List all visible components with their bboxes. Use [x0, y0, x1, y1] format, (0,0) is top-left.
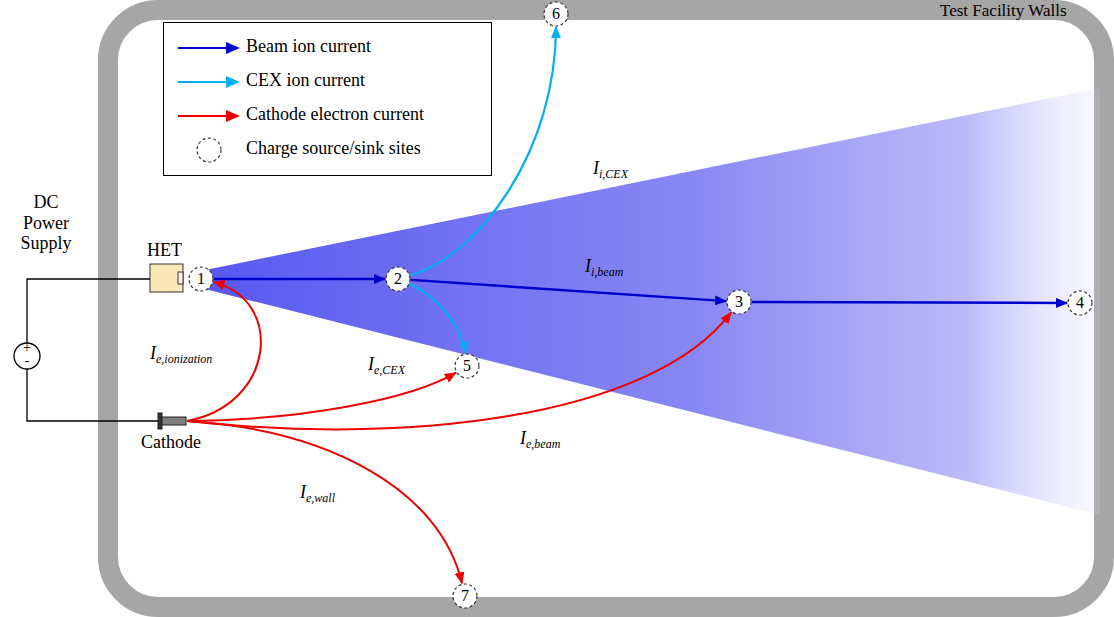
legend-row: Beam ion current — [164, 31, 491, 65]
current-arrow — [411, 280, 726, 301]
current-arrow — [187, 373, 456, 421]
polarity-sign: - — [21, 353, 33, 369]
charge-site-circle: 3 — [726, 289, 752, 315]
current-arrow — [187, 312, 731, 429]
sample-line — [178, 81, 228, 83]
callout-number: 3 — [726, 289, 752, 315]
dashed-circle — [544, 2, 568, 26]
current-arrow — [187, 421, 462, 583]
supply-label: DC Power Supply — [10, 192, 82, 254]
dashed-circle — [453, 584, 477, 608]
sample-arrowhead — [226, 42, 240, 54]
legend-text: Beam ion current — [246, 36, 573, 57]
current-label: Ie,CEX — [368, 354, 405, 378]
charge-site-circle: 6 — [543, 1, 569, 27]
sample-arrowhead — [226, 110, 240, 122]
sample-line — [178, 47, 228, 49]
dashed-circle — [1068, 291, 1092, 315]
current-label: Ie,wall — [300, 482, 335, 506]
cathode-symbol — [126, 410, 216, 432]
current-arrow — [214, 278, 385, 281]
legend-text: CEX ion current — [246, 70, 573, 91]
dashed-circle — [386, 267, 410, 291]
legend-row: Charge source/sink sites — [164, 133, 491, 167]
current-label: Ie,beam — [520, 428, 560, 452]
facility-walls: Test Facility WallsHET Cathode 1 2 3 4 5 6 7 Beam… — [98, 0, 1114, 617]
current-label: Ii,beam — [585, 256, 623, 280]
sample-circle — [197, 138, 221, 162]
wall-rect — [108, 10, 1104, 607]
legend-box: Beam ion currentCEX ion currentCathode e… — [163, 22, 492, 176]
cathode-flange — [158, 413, 162, 429]
legend-sample — [176, 101, 242, 131]
current-label: Ii,CEX — [593, 158, 628, 182]
dashed-circle — [455, 354, 479, 378]
callout-number: 2 — [385, 266, 411, 292]
current-arrow — [752, 301, 1067, 304]
callout-number: 7 — [452, 583, 478, 609]
thruster-box: HET — [143, 240, 189, 296]
legend-sample — [176, 135, 242, 165]
cathode-label: Cathode — [126, 432, 216, 453]
sample-arrowhead — [226, 76, 240, 88]
charge-site-circle: 7 — [452, 583, 478, 609]
legend-row: Cathode electron current — [164, 99, 491, 133]
legend-text: Cathode electron current — [246, 104, 573, 125]
legend-text: Charge source/sink sites — [246, 138, 573, 159]
charge-site-circle: 1 — [188, 266, 214, 292]
charge-site-circle: 2 — [385, 266, 411, 292]
dashed-circle — [189, 267, 213, 291]
charge-site-circle: 5 — [454, 353, 480, 379]
sample-line — [178, 115, 228, 117]
legend-row: CEX ion current — [164, 65, 491, 99]
thruster-channel — [178, 272, 183, 284]
cathode-box: Cathode — [126, 410, 216, 456]
thruster-rect — [150, 264, 183, 292]
wall-title: Test Facility Walls — [940, 1, 1114, 21]
dashed-circle — [727, 290, 751, 314]
ion-beam-plume — [205, 88, 1100, 515]
current-arrow — [187, 282, 261, 421]
legend-sample — [176, 67, 242, 97]
callout-number: 6 — [543, 1, 569, 27]
callout-number: 1 — [188, 266, 214, 292]
current-label: Ie,ionization — [150, 343, 212, 367]
callout-number: 5 — [454, 353, 480, 379]
cathode-tube — [162, 417, 186, 425]
callout-number: 4 — [1067, 290, 1093, 316]
thruster-label: HET — [147, 240, 193, 261]
charge-site-circle: 4 — [1067, 290, 1093, 316]
legend-sample — [176, 33, 242, 63]
current-arrow — [410, 284, 465, 353]
